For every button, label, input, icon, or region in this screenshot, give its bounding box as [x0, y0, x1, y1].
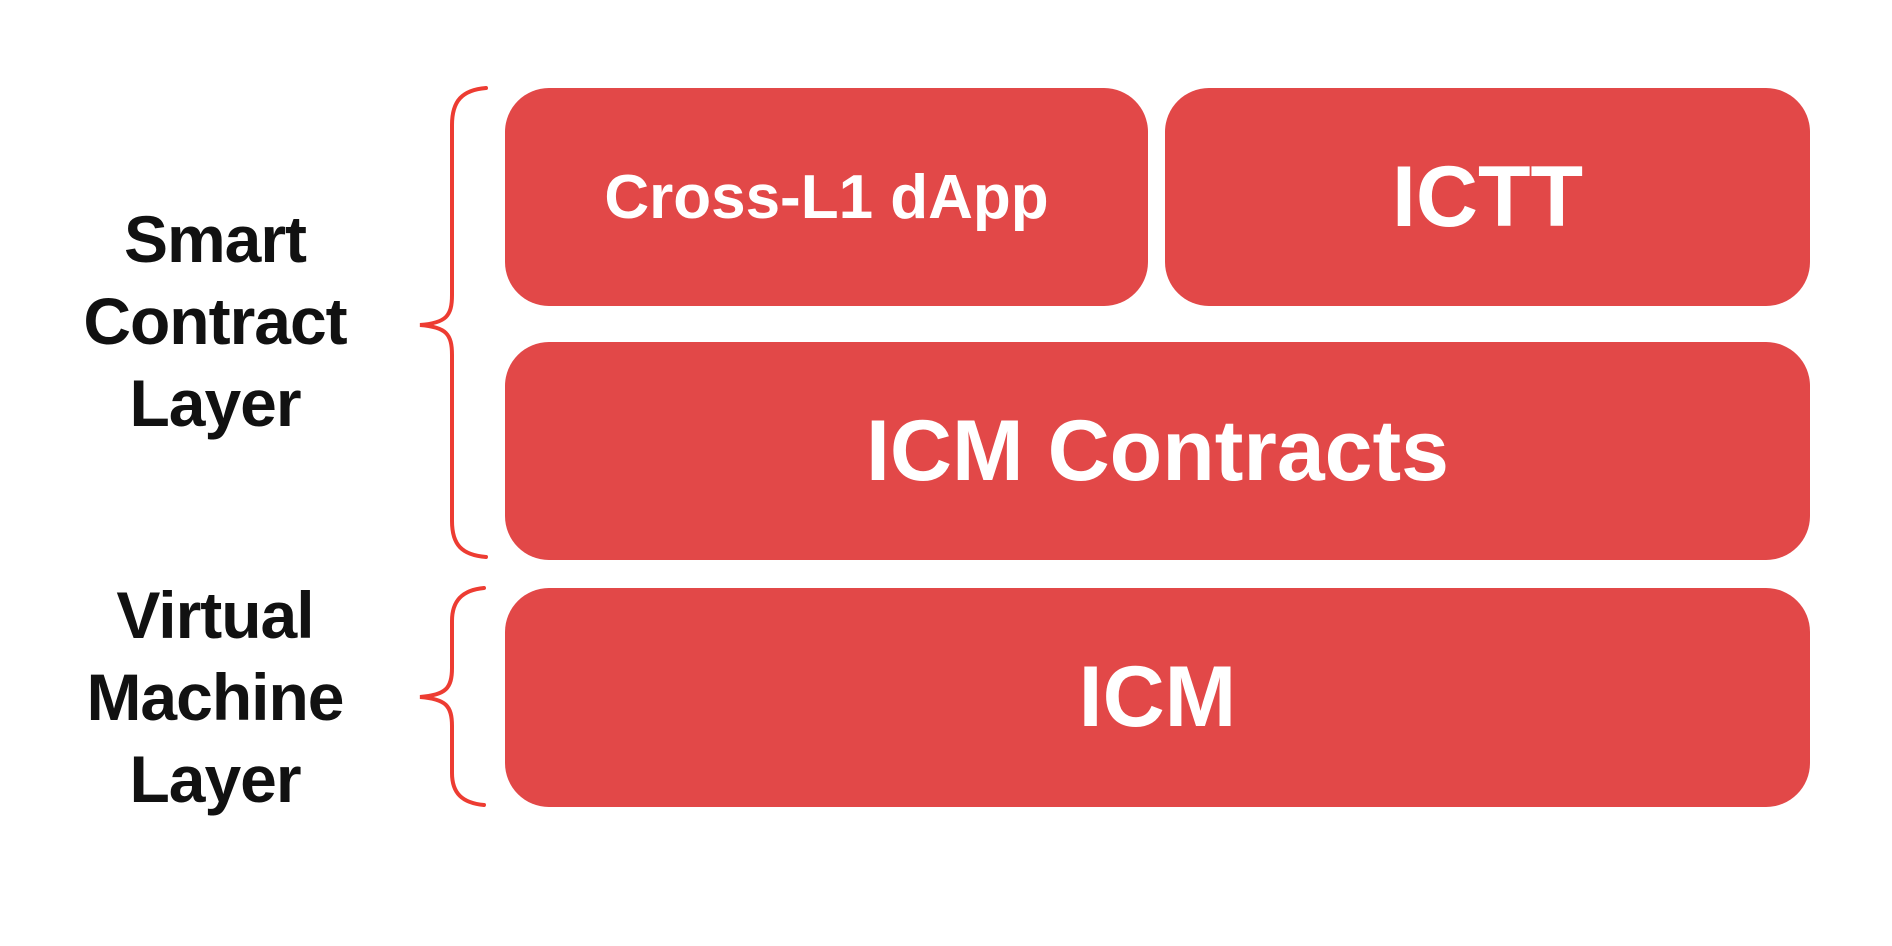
icm-box: ICM [505, 588, 1810, 807]
smart-contract-layer-brace-icon [419, 86, 488, 559]
virtual-machine-layer-label: Virtual Machine Layer [86, 578, 344, 816]
cross-l1-dapp-box-label: Cross-L1 dApp [604, 162, 1049, 232]
ictt-box: ICTT [1165, 88, 1810, 306]
icm-contracts-box-label: ICM Contracts [866, 402, 1449, 499]
smart-contract-layer-label: Smart Contract Layer [83, 202, 347, 440]
icm-contracts-box: ICM Contracts [505, 342, 1810, 560]
cross-l1-dapp-box: Cross-L1 dApp [505, 88, 1148, 306]
virtual-machine-layer-brace-icon [419, 586, 486, 807]
icm-box-label: ICM [1078, 649, 1237, 745]
ictt-box-label: ICTT [1391, 148, 1584, 245]
